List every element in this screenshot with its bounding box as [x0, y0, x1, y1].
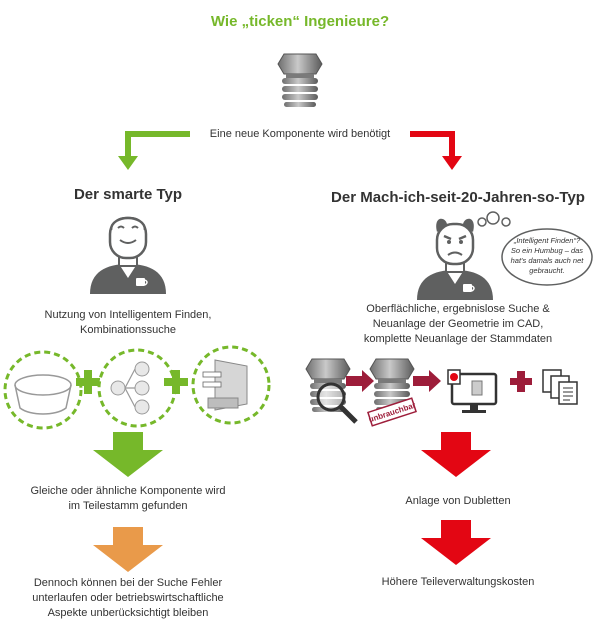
orange-down-arrow [93, 527, 163, 572]
smart-description: Nutzung von Intelligentem Finden, Kombin… [44, 309, 212, 336]
smart-type-heading: Der smarte Typ [73, 186, 183, 203]
smart-result: Gleiche oder ähnliche Komponente wird im… [30, 485, 226, 512]
documents-icon [542, 369, 578, 405]
red-branch-arrow [410, 131, 455, 156]
traditional-engineer-icon [415, 218, 495, 302]
traditional-result: Anlage von Dubletten [405, 495, 511, 507]
thought-text: „Intelligent Finden“? So ein Humbug – da… [510, 236, 584, 275]
traditional-description: Oberflächliche, ergebnislose Suche & Neu… [363, 303, 553, 345]
smart-engineer-icon [88, 216, 168, 296]
red-down-arrow-1 [421, 432, 491, 477]
intelligent-search-icons [3, 345, 271, 430]
page-title: Wie „ticken“ Ingenieure? [210, 13, 390, 30]
green-down-arrow [93, 432, 163, 477]
traditional-type-heading: Der Mach-ich-seit-20-Jahren-so-Typ [331, 189, 585, 206]
green-branch-arrow [125, 131, 190, 156]
subtitle: Eine neue Komponente wird benötigt [209, 128, 391, 140]
manual-process-icons: unbrauchbar [305, 358, 578, 427]
component-bolt-icon [277, 53, 323, 108]
smart-caveat: Dennoch können bei der Suche Fehler unte… [32, 577, 224, 619]
traditional-consequence: Höhere Teileverwaltungskosten [381, 576, 535, 588]
thought-bubble [501, 228, 593, 286]
red-down-arrow-2 [421, 520, 491, 565]
